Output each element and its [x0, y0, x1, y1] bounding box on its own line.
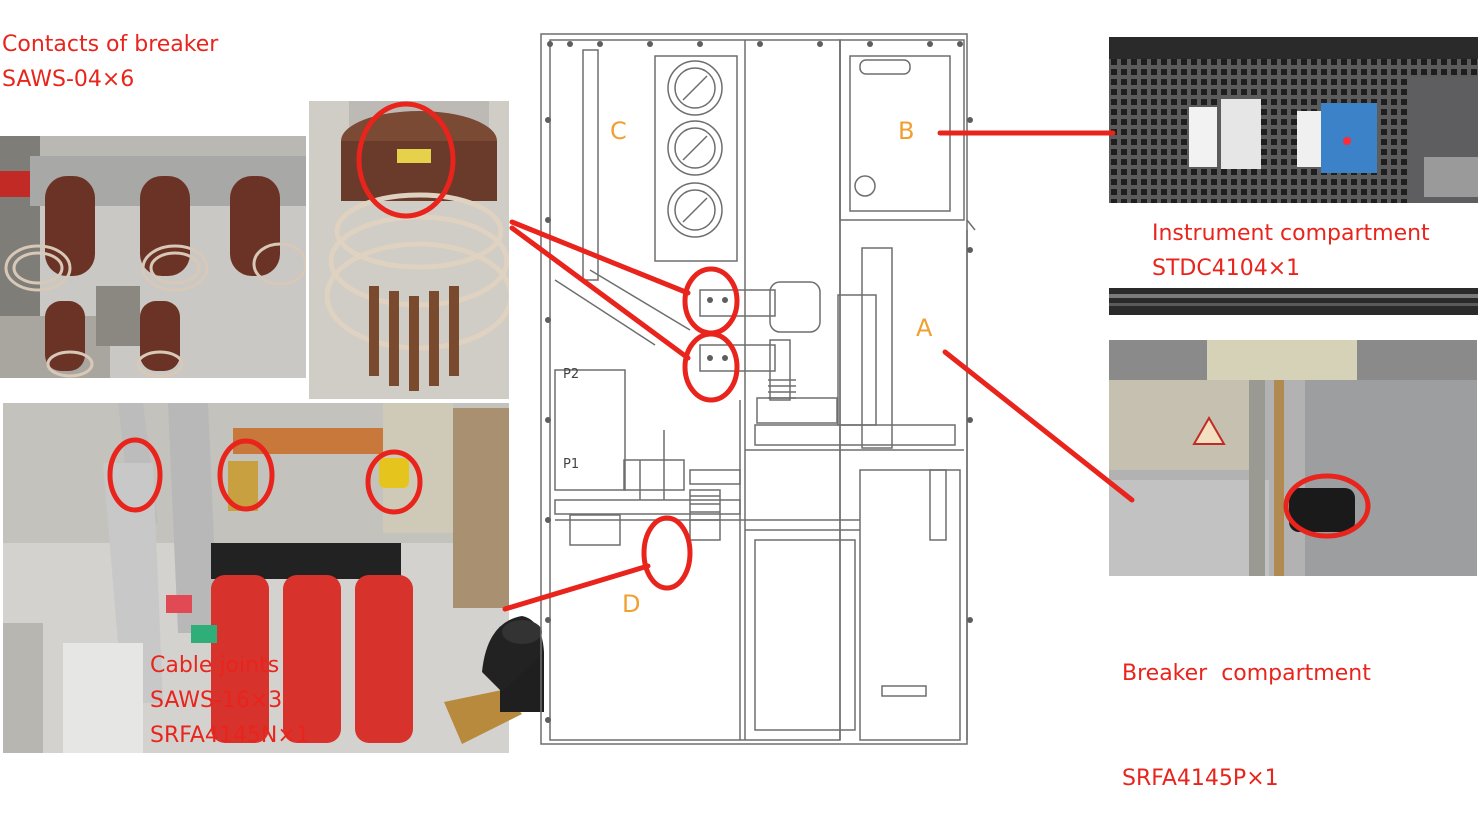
contacts-callout-line2: SAWS-04×6 [2, 67, 135, 92]
callout-marks [107, 101, 1371, 612]
contact-highlight-circle [356, 101, 456, 219]
lower-contact-circle [682, 331, 740, 403]
zone-letter-c: C [610, 117, 627, 145]
leader-line-lower-contact [509, 225, 691, 361]
contacts-callout-line1: Contacts of breaker [2, 32, 219, 57]
breaker-callout-line1: Breaker compartment [1122, 661, 1371, 686]
leader-line-d [502, 563, 651, 612]
drawing-label-p2: P2 [563, 367, 579, 383]
cable-joint-circle-1 [107, 437, 163, 513]
instrument-photo-strip [1109, 288, 1478, 315]
zone-letter-d: D [622, 590, 641, 618]
breaker-contacts-photo [0, 136, 306, 378]
breaker-callout-label: Breaker compartment SRFA4145P×1 [1122, 586, 1371, 831]
p1-text: P1 [563, 457, 580, 472]
instrument-compartment-photo [1109, 37, 1478, 203]
instrument-callout-label: Instrument compartment STDC4104×1 [1152, 216, 1430, 286]
breaker-sensor-circle [1283, 473, 1371, 539]
zone-letter-b: B [898, 117, 915, 145]
drawing-label-p1: P1 [563, 457, 579, 473]
cable-joints-photo [3, 403, 509, 753]
cable-joint-circle-2 [217, 438, 275, 512]
leader-line-upper-contact [509, 219, 691, 296]
contacts-callout-label: Contacts of breaker SAWS-04×6 [2, 27, 218, 97]
black-cap-sensor-photo [442, 612, 546, 746]
p2-text: P2 [563, 367, 580, 382]
cable-callout-line3: SRFA4145N×1 [150, 723, 310, 748]
cable-callout-line1: Cable joints [150, 653, 280, 678]
breaker-compartment-photo [1109, 340, 1477, 576]
cable-joints-callout-label: Cable joints SAWS-16×3 SRFA4145N×1 [150, 648, 310, 753]
sensor-circle-d [641, 515, 693, 591]
upper-contact-circle [682, 266, 740, 336]
leader-line-a [942, 349, 1135, 503]
instrument-callout-line1: Instrument compartment [1152, 221, 1430, 246]
instrument-callout-line2: STDC4104×1 [1152, 256, 1301, 281]
breaker-callout-line2: SRFA4145P×1 [1122, 766, 1279, 791]
cable-callout-line2: SAWS-16×3 [150, 688, 283, 713]
cable-joint-circle-3 [365, 449, 423, 515]
zone-letter-a: A [916, 314, 933, 342]
switchgear-drawing [540, 33, 976, 745]
